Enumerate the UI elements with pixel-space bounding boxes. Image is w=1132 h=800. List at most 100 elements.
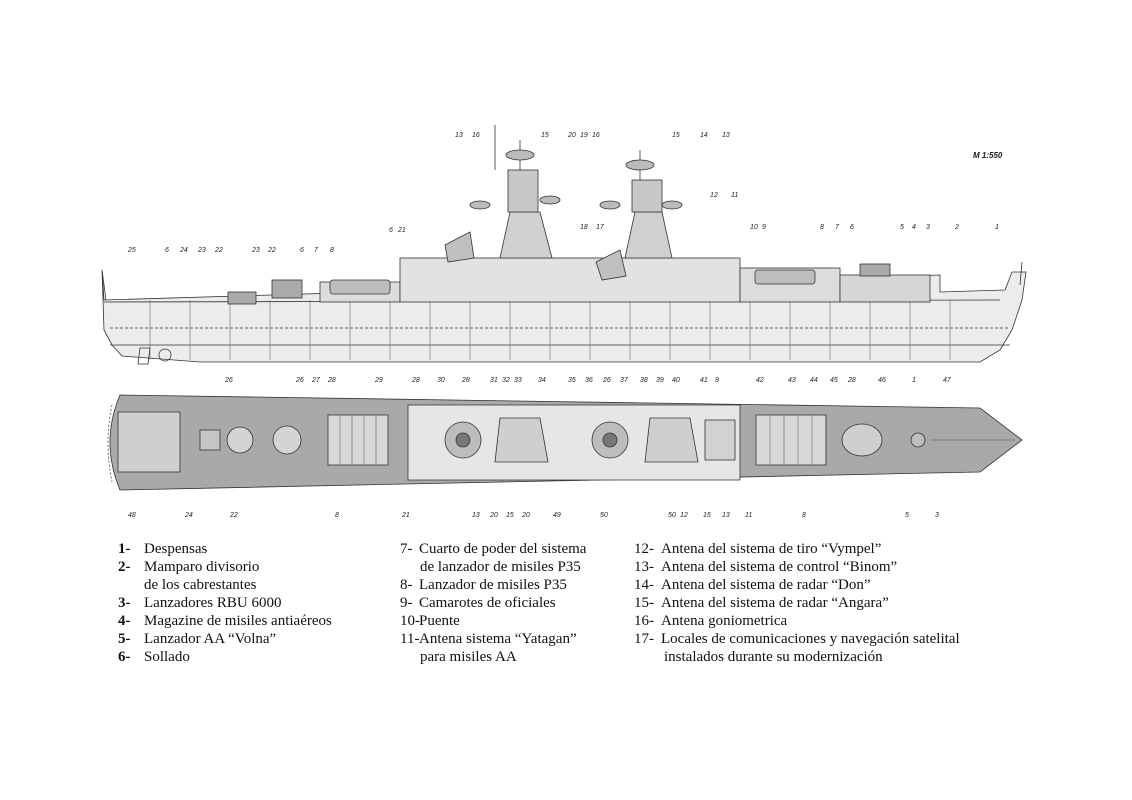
scale-label: M 1:550: [973, 151, 1003, 160]
callout: 48: [128, 512, 136, 519]
callout: 6: [300, 247, 304, 254]
callout: 34: [538, 377, 546, 384]
callout: 28: [411, 377, 420, 384]
callout: 23: [251, 247, 260, 254]
gun-turret-aft-1: [227, 291, 257, 305]
legend-item-continuation: instalados durante su modernización: [664, 649, 883, 665]
callout: 50: [600, 512, 608, 519]
callout: 3: [926, 224, 930, 231]
callout: 13: [455, 132, 463, 139]
launcher-p35-fwd: [754, 269, 816, 285]
callout: 4: [912, 224, 916, 231]
callout: 22: [214, 247, 223, 254]
callout: 8: [330, 247, 334, 254]
callout: 7: [314, 247, 319, 254]
callout: 37: [620, 377, 629, 384]
callout: 12: [680, 512, 688, 519]
callout: 25: [127, 247, 136, 254]
callout: 9: [715, 377, 719, 384]
callout: 50: [668, 512, 676, 519]
callout: 23: [197, 247, 206, 254]
legend-item: 14-Antena del sistema de radar “Don”: [634, 577, 871, 593]
callout: 22: [229, 512, 238, 519]
callout: 11: [731, 192, 738, 199]
bridge-block: [839, 274, 931, 303]
propeller: [158, 348, 172, 362]
callout: 8: [802, 512, 806, 519]
callout: 31: [490, 377, 498, 384]
legend-item-continuation: de lanzador de misiles P35: [420, 559, 581, 575]
gun-mount-aft-1: [226, 426, 254, 454]
callout: 13: [722, 132, 730, 139]
callout: 21: [397, 227, 406, 234]
callout: 3: [935, 512, 939, 519]
profile-callouts-bottom: 26 26 27 28 29 28 30 28 31 32 33 34 35 3…: [224, 377, 952, 384]
legend-item: 11-Antena sistema “Yatagan”: [400, 631, 577, 647]
profile-callouts-top: 25 6 24 23 22 23 22 6 7 8 6 21 13 16 15 …: [127, 132, 999, 254]
legend-item: 4-Magazine de misiles antiaéreos: [118, 613, 332, 629]
callout: 15: [506, 512, 514, 519]
legend-column-3: 12-Antena del sistema de tiro “Vympel” 1…: [634, 540, 960, 666]
callout: 39: [656, 377, 664, 384]
callout: 15: [672, 132, 680, 139]
callout: 10: [750, 224, 758, 231]
callout: 9: [762, 224, 766, 231]
radar-dish-fwd: [625, 159, 655, 171]
legend-item: 5-Lanzador AA “Volna”: [118, 631, 277, 647]
callout: 12: [710, 192, 718, 199]
callout: 28: [327, 377, 336, 384]
callout: 13: [472, 512, 480, 519]
callout: 20: [567, 132, 576, 139]
p35-launcher-fwd-plan: [755, 414, 827, 466]
legend-item: 13-Antena del sistema de control “Binom”: [634, 559, 898, 575]
callout: 40: [672, 377, 680, 384]
legend-item: 12-Antena del sistema de tiro “Vympel”: [634, 541, 882, 557]
callout: 15: [703, 512, 711, 519]
callout: 16: [592, 132, 600, 139]
callout: 5: [900, 224, 904, 231]
callout: 8: [820, 224, 824, 231]
callout: 36: [585, 377, 593, 384]
launcher-p35-aft: [329, 279, 391, 295]
legend-item-continuation: para misiles AA: [420, 649, 517, 665]
callout: 8: [335, 512, 339, 519]
callout: 35: [568, 377, 576, 384]
callout: 32: [502, 377, 510, 384]
legend-item: 2-Mamparo divisorio: [118, 559, 260, 575]
callout: 2: [954, 224, 959, 231]
callout: 26: [224, 377, 233, 384]
legend-item: 10-Puente: [400, 613, 460, 629]
callout: 26: [602, 377, 611, 384]
callout: 33: [514, 377, 522, 384]
radar-dish-aft: [505, 149, 535, 161]
callout: 27: [311, 377, 321, 384]
callout: 26: [295, 377, 304, 384]
legend-column-1: 1-Despensas 2-Mamparo divisorio de los c…: [118, 540, 332, 666]
helipad: [117, 411, 181, 473]
callout: 42: [756, 377, 764, 384]
callout: 38: [640, 377, 648, 384]
callout: 20: [489, 512, 498, 519]
legend-item: 1-Despensas: [118, 541, 208, 557]
callout: 13: [722, 512, 730, 519]
callout: 41: [700, 377, 708, 384]
callout: 18: [580, 224, 588, 231]
volna-launcher: [859, 263, 891, 277]
callout: 6: [850, 224, 854, 231]
legend-item: 6-Sollado: [118, 649, 190, 665]
callout: 28: [461, 377, 470, 384]
callout: 47: [943, 377, 952, 384]
callout: 22: [267, 247, 276, 254]
gun-mount-aft-2: [272, 425, 302, 455]
callout: 7: [835, 224, 840, 231]
callout: 15: [541, 132, 549, 139]
callout: 20: [521, 512, 530, 519]
callout: 43: [788, 377, 796, 384]
ship-deck-plan: [107, 394, 1023, 491]
rudder: [137, 347, 151, 365]
volna-launcher-plan: [841, 423, 883, 457]
callout: 24: [179, 247, 188, 254]
callout: 45: [830, 377, 838, 384]
callout: 19: [580, 132, 588, 139]
callout: 49: [553, 512, 561, 519]
